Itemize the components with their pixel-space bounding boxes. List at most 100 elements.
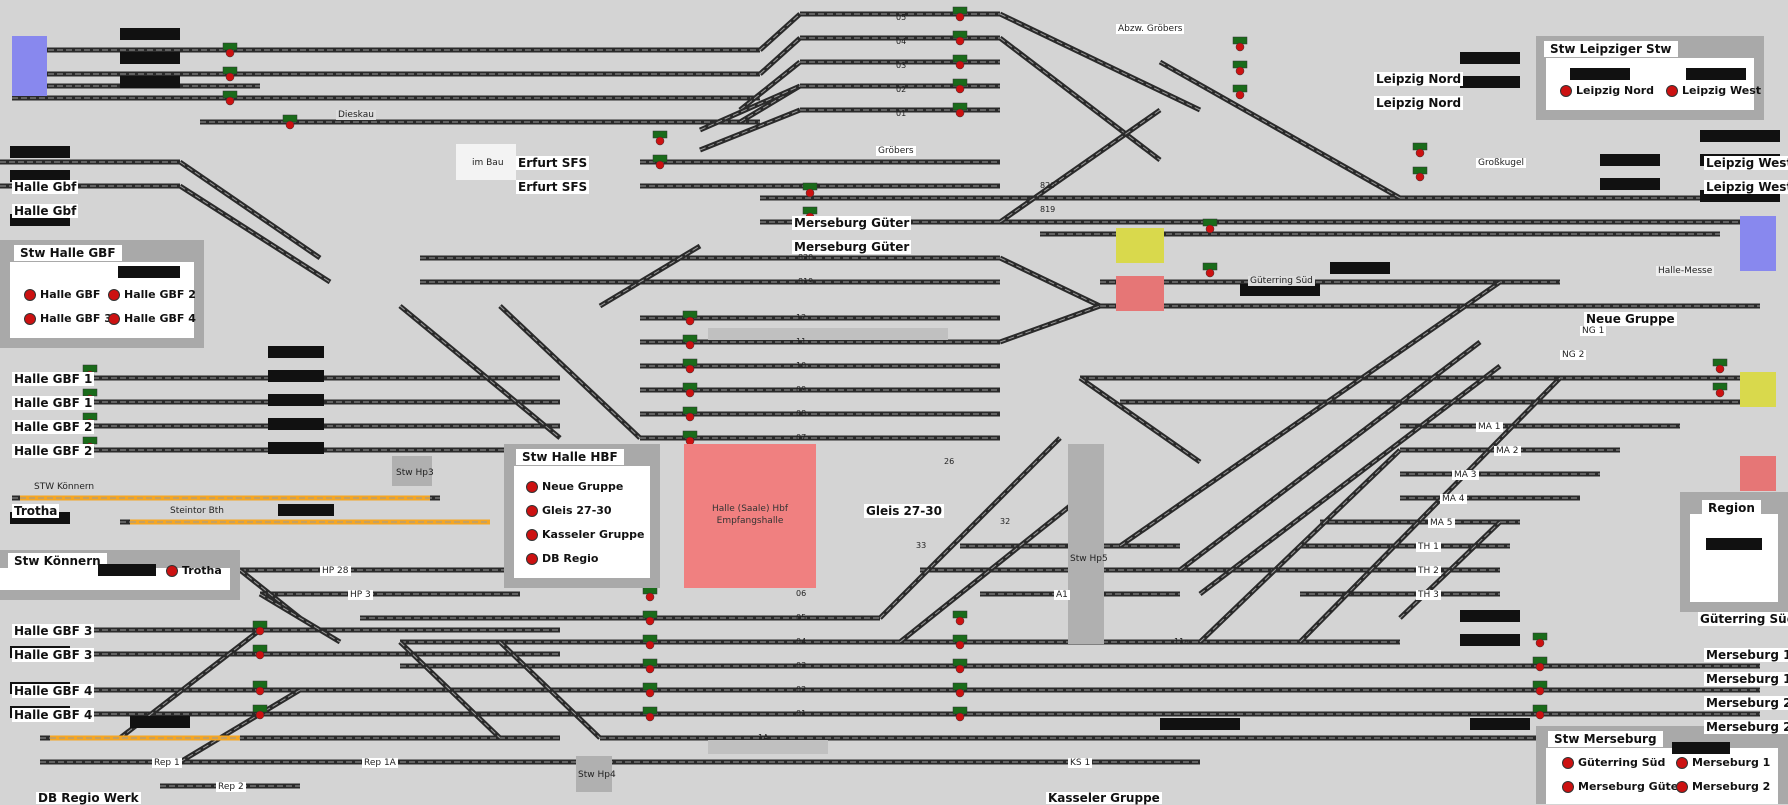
- button-gueterring-sued[interactable]: Güterring Süd: [1562, 756, 1665, 769]
- track-center: [399, 641, 501, 739]
- label-neue-gruppe[interactable]: Neue Gruppe: [1584, 312, 1677, 326]
- track-segment: [699, 107, 801, 153]
- lamp-icon: [1666, 84, 1678, 97]
- track-center: [999, 13, 1201, 111]
- highlight-zone-red: [1116, 276, 1164, 311]
- button-db-regio[interactable]: DB Regio: [526, 552, 598, 565]
- button-halle-gbf[interactable]: Halle GBF: [24, 288, 100, 301]
- button-merseburg-1[interactable]: Merseburg 1: [1676, 756, 1770, 769]
- label-leipzig-nord[interactable]: Leipzig Nord: [1374, 96, 1464, 110]
- label-halle-gbf[interactable]: Halle Gbf: [12, 180, 79, 194]
- label-im-bau: im Bau: [472, 158, 504, 168]
- signal-lamp-icon: [225, 96, 235, 106]
- track-center: [1199, 449, 1401, 643]
- signal-lamp-icon: [225, 72, 235, 82]
- track-sign-12: 12: [796, 313, 807, 322]
- label-kasseler-gruppe[interactable]: Kasseler Gruppe: [1046, 791, 1162, 805]
- label-merseburg-gueter[interactable]: Merseburg Güter: [792, 240, 912, 254]
- signal-lamp-icon: [955, 12, 965, 22]
- label-halle-gbf-4[interactable]: Halle GBF 4: [12, 708, 95, 722]
- button-gleis-27-30[interactable]: Gleis 27-30: [526, 504, 612, 517]
- label-hp28: HP 28: [320, 566, 351, 576]
- lamp-icon: [1562, 780, 1574, 793]
- train-number-display: [268, 370, 324, 382]
- lamp-icon: [1676, 780, 1688, 793]
- button-leipzig-nord[interactable]: Leipzig Nord: [1560, 84, 1654, 97]
- label-th1: TH 1: [1416, 542, 1441, 552]
- train-number-display: [268, 442, 324, 454]
- track-sign-north-05: 05: [896, 13, 907, 22]
- label-halle-gbf-2[interactable]: Halle GBF 2: [12, 444, 95, 458]
- highlight-zone-yellow-right: [1740, 372, 1776, 407]
- label-halle-gbf-3[interactable]: Halle GBF 3: [12, 624, 95, 638]
- track-center: [599, 245, 701, 307]
- panel-title: Stw Könnern: [8, 553, 107, 569]
- label-halle-gbf-3[interactable]: Halle GBF 3: [12, 648, 95, 662]
- train-number-display: [1160, 718, 1240, 730]
- label-halle-gbf-2[interactable]: Halle GBF 2: [12, 420, 95, 434]
- label-merseburg-gueter[interactable]: Merseburg Güter: [792, 216, 912, 230]
- button-leipzig-west[interactable]: Leipzig West: [1666, 84, 1761, 97]
- track-center: [1119, 281, 1501, 547]
- label-gueterring-sued-small: Güterring Süd: [1248, 276, 1315, 286]
- label-trotha[interactable]: Trotha: [12, 504, 60, 518]
- label-halle-gbf-4[interactable]: Halle GBF 4: [12, 684, 95, 698]
- label-merseburg-2[interactable]: Merseburg 2: [1704, 696, 1788, 710]
- signal-lamp-icon: [805, 188, 815, 198]
- track-center: [739, 61, 801, 111]
- label-rep1: Rep 1: [152, 758, 182, 768]
- label-halle-gbf-1[interactable]: Halle GBF 1: [12, 372, 95, 386]
- button-halle-gbf-4[interactable]: Halle GBF 4: [108, 312, 196, 325]
- gray-zone-4: [708, 328, 948, 340]
- label-a1: A1: [1054, 590, 1070, 600]
- label-stw-koennern-small[interactable]: STW Könnern: [34, 482, 95, 492]
- button-kasseler-gruppe[interactable]: Kasseler Gruppe: [526, 528, 644, 541]
- train-number-display: [120, 76, 180, 88]
- display-box: [1672, 742, 1730, 754]
- signal-lamp-icon: [1535, 686, 1545, 696]
- label-leipzig-west[interactable]: Leipzig West: [1704, 156, 1788, 170]
- signal-lamp-icon: [955, 688, 965, 698]
- button-merseburg-2[interactable]: Merseburg 2: [1676, 780, 1770, 793]
- highlight-zone-yellow: [1116, 228, 1164, 263]
- track-sign-02: 02: [796, 685, 807, 694]
- panel-stw-halle-gbf: Stw Halle GBF Halle GBF Halle GBF 2 Hall…: [0, 240, 204, 348]
- track-segment: [1178, 340, 1482, 572]
- track-center: [999, 37, 1161, 161]
- button-halle-gbf-2[interactable]: Halle GBF 2: [108, 288, 196, 301]
- label-erfurt-sfs[interactable]: Erfurt SFS: [516, 180, 590, 194]
- im-bau-box: [456, 144, 516, 180]
- button-trotha[interactable]: Trotha: [166, 564, 222, 577]
- button-halle-gbf-3[interactable]: Halle GBF 3: [24, 312, 112, 325]
- track-sign-26: 26: [944, 457, 955, 466]
- lamp-icon: [1562, 756, 1574, 769]
- label-erfurt-sfs[interactable]: Erfurt SFS: [516, 156, 590, 170]
- train-number-display: [1240, 284, 1320, 296]
- label-merseburg-2[interactable]: Merseburg 2: [1704, 720, 1788, 734]
- signal-lamp-icon: [1715, 388, 1725, 398]
- signal-lamp-icon: [1205, 224, 1215, 234]
- button-neue-gruppe[interactable]: Neue Gruppe: [526, 480, 623, 493]
- label-gleis-27-30[interactable]: Gleis 27-30: [864, 504, 944, 518]
- label-stw-hp5: Stw Hp5: [1070, 554, 1108, 564]
- train-number-display: [10, 146, 70, 158]
- label-halle-gbf[interactable]: Halle Gbf: [12, 204, 79, 218]
- signal-lamp-icon: [685, 388, 695, 398]
- label-merseburg-1[interactable]: Merseburg 1: [1704, 648, 1788, 662]
- panel-region: Region: [1680, 492, 1788, 612]
- signal-lamp-icon: [645, 616, 655, 626]
- label-dieskau: Dieskau: [336, 110, 376, 120]
- label-stw-hp4: Stw Hp4: [578, 770, 616, 780]
- button-merseburg-gueter[interactable]: Merseburg Güter: [1562, 780, 1684, 793]
- label-gueterring-sued[interactable]: Güterring Süd: [1698, 612, 1788, 626]
- label-db-regio-werk[interactable]: DB Regio Werk: [36, 791, 141, 805]
- train-number-display: [1600, 178, 1660, 190]
- label-merseburg-1[interactable]: Merseburg 1: [1704, 672, 1788, 686]
- label-leipzig-nord[interactable]: Leipzig Nord: [1374, 72, 1464, 86]
- signal-lamp-icon: [655, 160, 665, 170]
- label-halle-gbf-1[interactable]: Halle GBF 1: [12, 396, 95, 410]
- label-leipzig-west[interactable]: Leipzig West: [1704, 180, 1788, 194]
- lamp-icon: [108, 312, 120, 325]
- track-sign-820: 820: [798, 253, 814, 262]
